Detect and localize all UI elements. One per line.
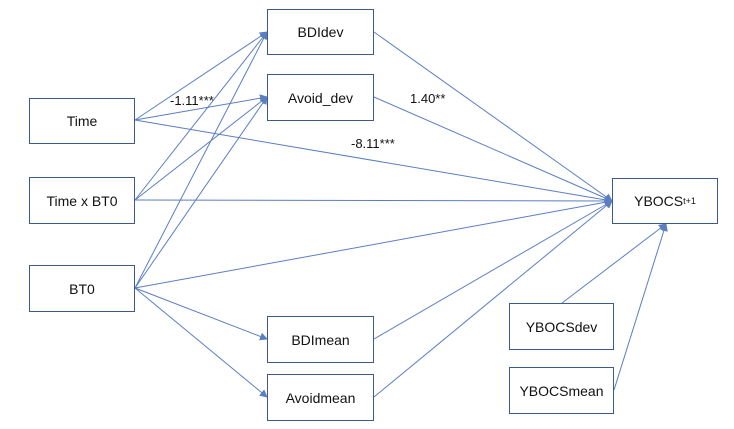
edge-ybocsdev-ybocs: [561, 223, 667, 304]
coef-avoid-dev-ybocs: 1.40**: [410, 91, 446, 106]
node-avoid-dev-label: Avoid_dev: [287, 89, 354, 106]
edge-time-avoid-dev: [134, 94, 268, 121]
node-bt0-label: BT0: [69, 280, 95, 297]
node-bdimean-label: BDImean: [291, 331, 350, 348]
node-ybocsmean-label: YBOCSmean: [519, 382, 604, 399]
node-time-x-bt0: Time x BT0: [29, 177, 135, 224]
node-bdidev-label: BDIdev: [297, 24, 344, 40]
edge-bt0-bdidev: [134, 31, 268, 289]
edge-bt0-ybocs: [134, 198, 613, 289]
edge-bdidev-ybocs: [373, 31, 613, 202]
node-time-label: Time: [66, 113, 98, 129]
edge-avoidmean-ybocs: [373, 200, 613, 398]
edge-avoid-dev-ybocs: [373, 96, 613, 202]
node-bdidev: BDIdev: [267, 9, 374, 55]
node-avoidmean: Avoidmean: [267, 374, 374, 421]
node-ybocsdev: YBOCSdev: [509, 303, 614, 350]
node-time: Time: [29, 98, 135, 144]
edge-bt0-avoidmean: [134, 287, 268, 398]
node-bdimean: BDImean: [267, 316, 374, 363]
edge-timexbt0-bdidev: [134, 31, 268, 201]
edge-timexbt0-ybocs: [134, 196, 613, 205]
node-ybocs-label: YBOCS: [634, 193, 684, 209]
node-avoidmean-label: Avoidmean: [285, 389, 356, 406]
node-ybocsdev-label: YBOCSdev: [525, 318, 598, 335]
edge-ybocsmean-ybocs: [613, 223, 668, 391]
edge-bt0-avoid-dev: [134, 96, 268, 289]
edge-timexbt0-avoid-dev: [134, 96, 268, 201]
edge-time-ybocs: [134, 119, 613, 204]
edge-bt0-bdimean: [134, 287, 268, 341]
node-time-x-bt0-label: Time x BT0: [46, 192, 118, 209]
edge-time-bdidev: [134, 31, 268, 121]
node-bt0: BT0: [29, 265, 135, 312]
node-ybocsmean: YBOCSmean: [509, 367, 614, 414]
edge-bdimean-ybocs: [373, 200, 613, 340]
node-ybocs-subscript: t+1: [683, 196, 696, 206]
coef-time-ybocs: -8.11***: [351, 136, 395, 151]
node-avoid-dev: Avoid_dev: [267, 74, 374, 121]
coef-time-avoid-dev: -1.11***: [170, 93, 214, 108]
